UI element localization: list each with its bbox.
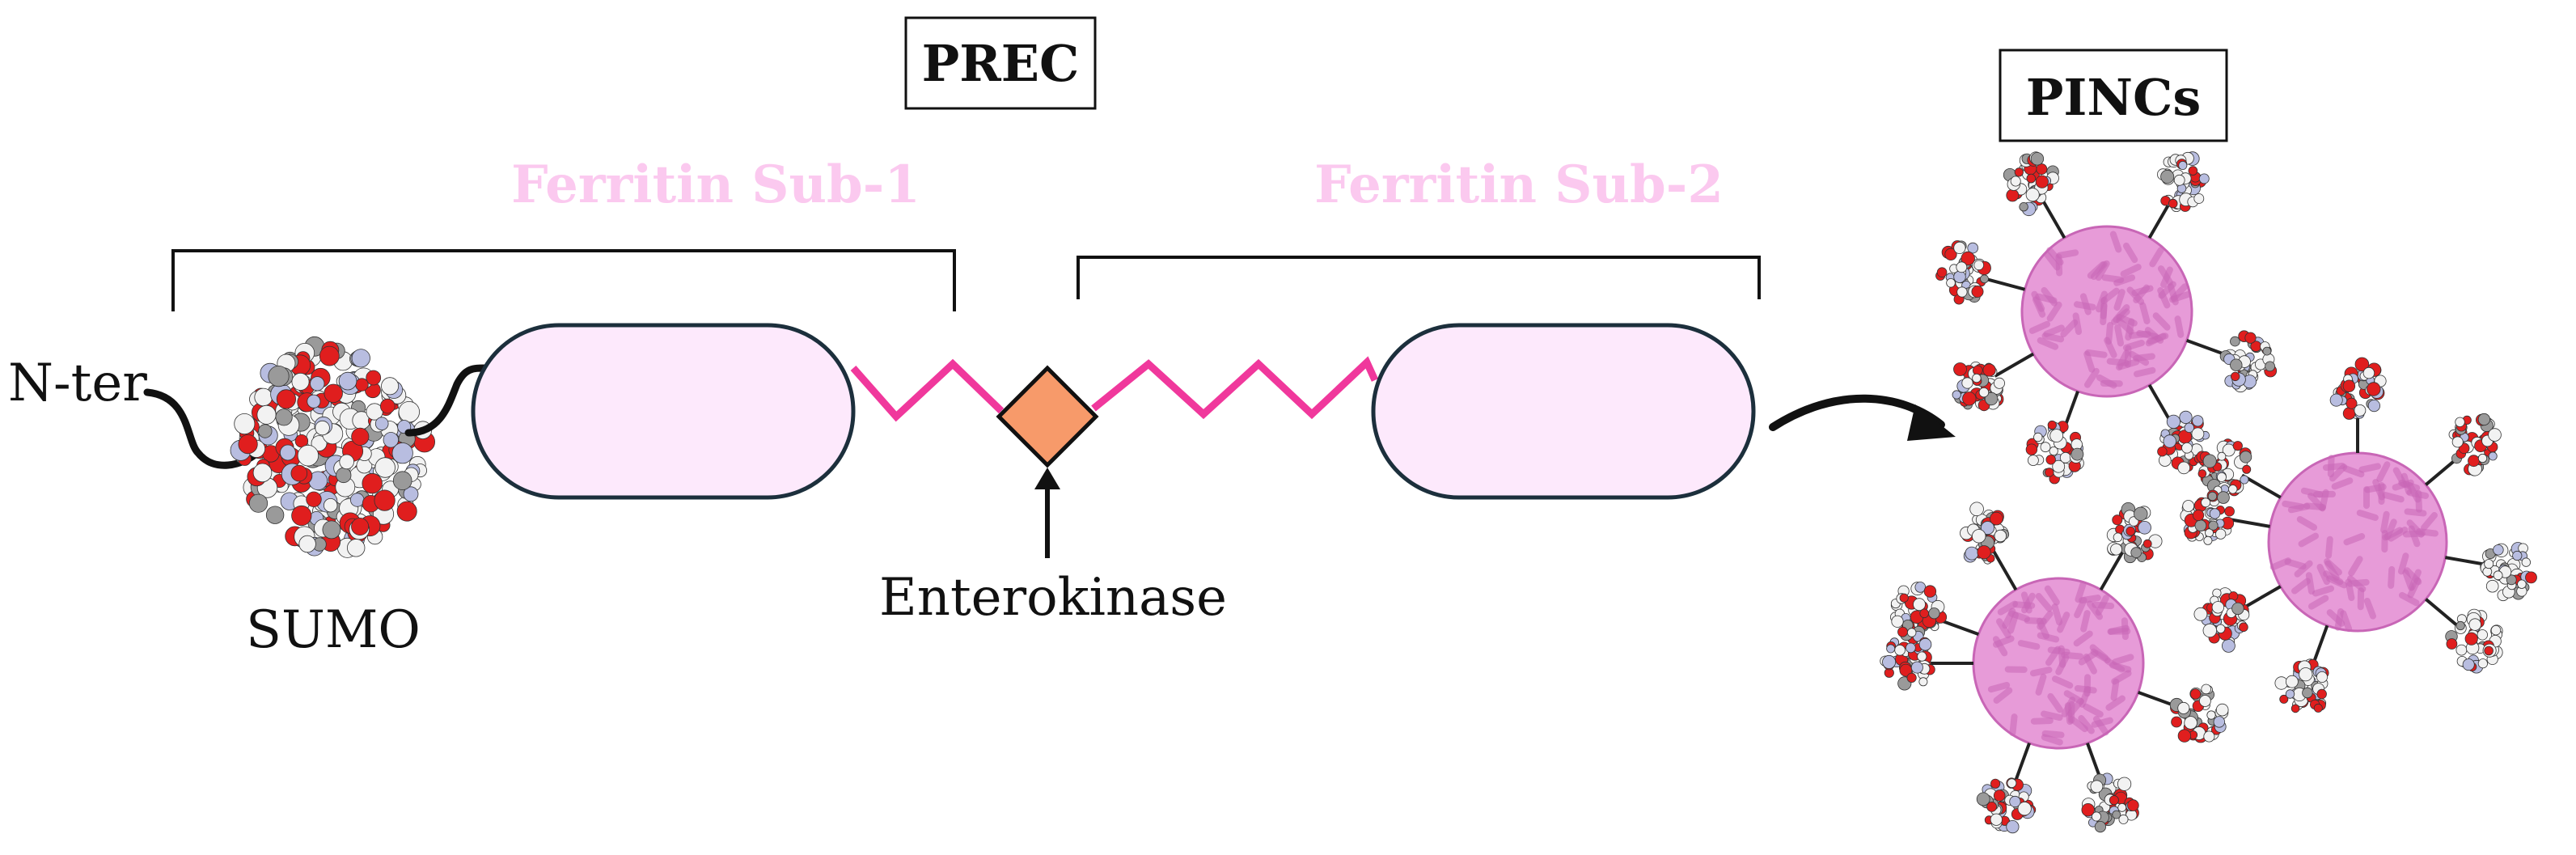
sumo-protein-icon: [2193, 587, 2250, 653]
pincs-title: PINCs: [2026, 68, 2202, 127]
assembly-arrow-icon: [1769, 394, 1956, 441]
sumo-protein-icon: [1935, 240, 1991, 305]
sumo-protein-icon: [2180, 489, 2235, 545]
sumo-protein-icon: [1960, 502, 2010, 565]
sumo-protein-icon: [2196, 438, 2252, 497]
sumo-protein-icon: [2219, 330, 2278, 393]
sumo-protein-icon: [2169, 684, 2229, 743]
n-ter-label: N-ter: [8, 353, 147, 413]
ferritin-sub-2-domain: [1371, 323, 1756, 500]
sumo-protein-icon: [2445, 608, 2503, 674]
sumo-protein-icon: [2329, 357, 2387, 420]
enterokinase-label: Enterokinase: [879, 568, 1227, 628]
nanocage-icon: [1880, 502, 2229, 834]
sumo-protein-icon: [230, 336, 436, 558]
prec-title-box: PREC: [904, 16, 1097, 110]
sumo-protein-icon: [2081, 772, 2139, 833]
nanocage-icon: [2180, 357, 2537, 713]
sumo-protein-icon: [1889, 582, 1948, 645]
nanocage-icon: [1935, 151, 2278, 485]
sumo-protein-icon: [1880, 637, 1935, 691]
sumo-protein-icon: [2106, 502, 2163, 564]
sumo-protein-icon: [2157, 151, 2210, 212]
pincs-title-box: PINCs: [1999, 49, 2228, 142]
sumo-protein-icon: [1952, 361, 2005, 412]
ferritin-sub-2-label: Ferritin Sub-2: [1314, 154, 1724, 215]
sumo-protein-icon: [2025, 420, 2084, 485]
sumo-label: SUMO: [246, 600, 421, 660]
enterokinase-cleavage-site: [996, 365, 1099, 468]
ferritin-sub-1-label: Ferritin Sub-1: [511, 154, 920, 215]
linker-2: [1091, 356, 1379, 420]
ferritin-sub-1-bracket: [171, 249, 956, 311]
prec-title: PREC: [922, 34, 1080, 93]
linker-1: [850, 358, 1005, 422]
sumo-protein-icon: [2274, 658, 2329, 713]
sumo-protein-icon: [1976, 777, 2037, 834]
enterokinase-arrow-icon: [1034, 468, 1060, 558]
ferritin-sub-1-domain: [471, 323, 856, 500]
sumo-protein-icon: [2448, 413, 2502, 476]
ferritin-sub-2-bracket: [1077, 256, 1761, 299]
sumo-protein-icon: [2157, 410, 2210, 475]
sumo-protein-icon: [2003, 151, 2059, 217]
sumo-protein-icon: [2480, 542, 2537, 602]
sumo-domain-connector: [404, 364, 489, 437]
pincs-nanocages: [1880, 151, 2537, 834]
